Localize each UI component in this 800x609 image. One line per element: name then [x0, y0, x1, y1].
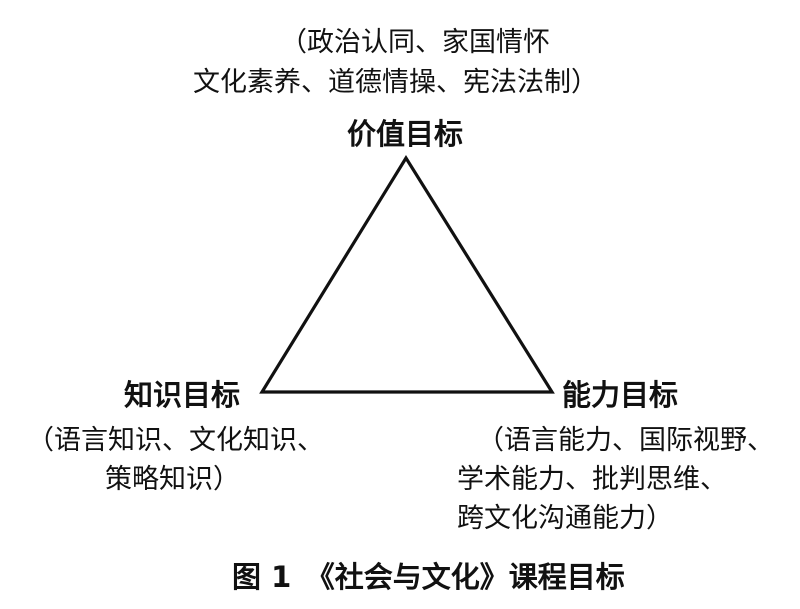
knowledge-goal-details-line1: （语言知识、文化知识、	[27, 425, 324, 456]
knowledge-goal-details-line2: 策略知识）	[105, 464, 240, 495]
value-goal-title: 价值目标	[347, 117, 464, 151]
ability-goal-details-line1: （语言能力、国际视野、	[477, 425, 774, 456]
knowledge-goal-title: 知识目标	[124, 378, 241, 412]
ability-goal-title: 能力目标	[562, 378, 679, 412]
figure-caption: 图 1 《社会与文化》课程目标	[232, 560, 625, 594]
ability-goal-details-line3: 跨文化沟通能力）	[457, 503, 673, 534]
value-goal-details-line1: （政治认同、家国情怀	[280, 27, 550, 58]
ability-goal-details-line2: 学术能力、批判思维、	[457, 464, 727, 495]
value-goal-details-line2: 文化素养、道德情操、宪法法制）	[193, 67, 598, 98]
